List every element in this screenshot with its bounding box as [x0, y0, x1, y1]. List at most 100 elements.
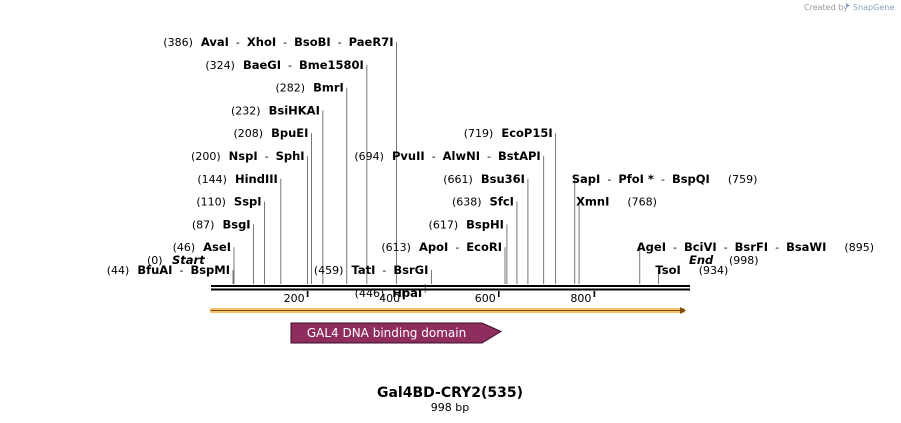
end-label-group: End (998): [689, 253, 759, 267]
site-label[interactable]: (459)TatI-BsrGI: [314, 263, 428, 277]
site-label[interactable]: (110)SspI: [196, 195, 261, 209]
backbone-top-strand: [211, 285, 690, 287]
enzyme-name: EcoRI: [466, 240, 502, 254]
sequence-backbone: [211, 285, 690, 291]
end-position: (998): [729, 254, 759, 267]
site-separator: -: [265, 150, 269, 163]
enzyme-name: AseI: [203, 240, 231, 254]
end-label: End: [689, 253, 714, 267]
site-position: (46): [173, 241, 196, 254]
credit-brand: SnapGene: [853, 3, 894, 12]
feature-arrow: [290, 322, 503, 344]
site-label[interactable]: TsoI(934): [655, 263, 728, 277]
enzyme-name: BfuAI: [137, 263, 172, 277]
enzyme-name: BciVI: [684, 240, 717, 254]
scale-label: 400: [379, 292, 400, 305]
site-position: (208): [233, 127, 263, 140]
enzyme-name: AvaI: [201, 35, 229, 49]
orf-arrow[interactable]: [209, 307, 686, 314]
site-position: (282): [275, 82, 305, 95]
site-position: (719): [464, 127, 494, 140]
scale-label: 600: [475, 292, 496, 305]
site-position: (661): [443, 173, 473, 186]
snapgene-credit: Created by SnapGene: [804, 3, 894, 12]
site-label[interactable]: (694)PvuII-AlwNI-BstAPI: [354, 149, 540, 163]
start-label-group: (0) Start: [147, 253, 205, 267]
site-position: (613): [381, 241, 411, 254]
site-separator: -: [283, 36, 287, 49]
site-position: (232): [231, 104, 261, 117]
map-subtitle: 998 bp: [431, 401, 469, 414]
site-separator: -: [236, 36, 240, 49]
site-separator: -: [455, 241, 459, 254]
enzyme-name: EcoP15I: [501, 126, 552, 140]
enzyme-name: BmrI: [313, 81, 344, 95]
enzyme-name: BstAPI: [498, 149, 541, 163]
site-position: (617): [429, 218, 459, 231]
site-labels: (386)AvaI-XhoI-BsoBI-PaeR7I(324)BaeGI-Bm…: [107, 35, 874, 300]
enzyme-name: BpuEI: [271, 126, 308, 140]
enzyme-name: SapI: [572, 172, 601, 186]
feature-gal4-dna-binding-domain[interactable]: GAL4 DNA binding domain: [290, 322, 503, 344]
enzyme-name: AlwNI: [443, 149, 480, 163]
site-position: (694): [354, 150, 384, 163]
start-label: Start: [172, 253, 205, 267]
orf-arrowhead-icon: [680, 307, 686, 314]
enzyme-name: BsiHKAI: [269, 103, 320, 117]
site-lines: [232, 42, 659, 293]
enzyme-name: PvuII: [392, 149, 425, 163]
site-position: (324): [205, 59, 235, 72]
site-label[interactable]: (324)BaeGI-Bme1580I: [205, 58, 363, 72]
site-label[interactable]: (617)BspHI: [429, 217, 504, 231]
site-label[interactable]: (613) ApoI-EcoRI: [381, 240, 502, 254]
site-label[interactable]: (87) BsgI: [192, 217, 251, 231]
site-label[interactable]: XmnI(768): [576, 195, 657, 209]
site-position: (44): [107, 264, 130, 277]
site-separator: -: [432, 150, 436, 163]
site-label[interactable]: SapI-PfoI *-BspQI(759): [572, 172, 758, 186]
site-label[interactable]: (386)AvaI-XhoI-BsoBI-PaeR7I: [163, 35, 393, 49]
scale-label: 800: [570, 292, 591, 305]
site-position: (459): [314, 264, 344, 277]
site-position: (759): [728, 173, 758, 186]
enzyme-name: ApoI: [419, 240, 448, 254]
enzyme-name: HindIII: [235, 172, 278, 186]
enzyme-name: BsrGI: [393, 263, 428, 277]
site-separator: -: [673, 241, 677, 254]
enzyme-name: SphI: [276, 149, 305, 163]
snapgene-logo-icon: [846, 3, 850, 8]
enzyme-name: Bme1580I: [299, 58, 364, 72]
enzyme-name: PaeR7I: [349, 35, 394, 49]
enzyme-name: BaeGI: [243, 58, 281, 72]
site-separator: -: [487, 150, 491, 163]
site-label[interactable]: (44)BfuAI-BspMI: [107, 263, 230, 277]
site-label[interactable]: (200)NspI-SphI: [191, 149, 305, 163]
site-label[interactable]: (46) AseI: [173, 240, 231, 254]
enzyme-name: BsrFI: [735, 240, 768, 254]
credit-prefix: Created by: [804, 3, 848, 12]
enzyme-name: BsgI: [222, 217, 250, 231]
enzyme-name: SspI: [234, 195, 262, 209]
site-label[interactable]: (661)Bsu36I: [443, 172, 525, 186]
site-label[interactable]: (719) EcoP15I: [464, 126, 553, 140]
site-position: (87): [192, 218, 215, 231]
scale-label: 200: [284, 292, 305, 305]
site-position: (144): [197, 173, 227, 186]
scale-ruler: 200 400 600 800: [284, 291, 596, 305]
site-label[interactable]: (282) BmrI: [275, 81, 343, 95]
enzyme-name: BspQI: [672, 172, 710, 186]
site-label[interactable]: (144) HindIII: [197, 172, 277, 186]
site-separator: -: [661, 173, 665, 186]
site-label[interactable]: AgeI-BciVI-BsrFI-BsaWI(895): [637, 240, 874, 254]
site-label[interactable]: (638)SfcI: [452, 195, 514, 209]
enzyme-name: XmnI: [576, 195, 609, 209]
site-label[interactable]: (208) BpuEI: [233, 126, 308, 140]
site-separator: -: [607, 173, 611, 186]
enzyme-name: BsoBI: [294, 35, 331, 49]
enzyme-name: BsaWI: [786, 240, 826, 254]
backbone-bottom-strand: [211, 288, 690, 291]
site-label[interactable]: (232) BsiHKAI: [231, 103, 320, 117]
enzyme-name: AgeI: [637, 240, 666, 254]
map-title: Gal4BD-CRY2(535): [377, 385, 523, 401]
